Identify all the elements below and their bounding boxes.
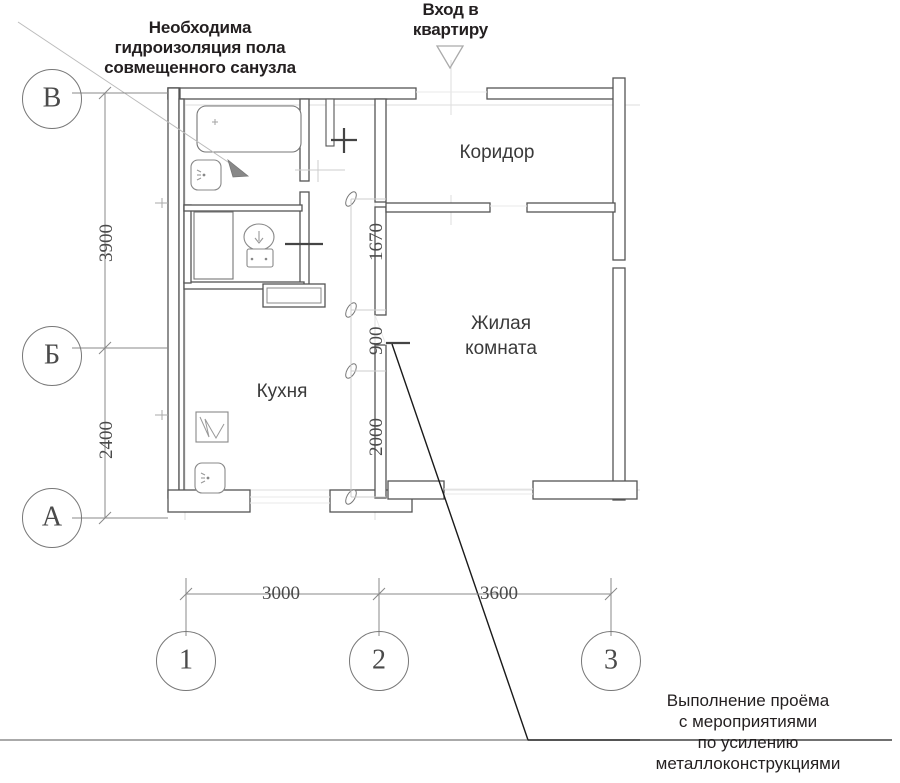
note-opening-reinforcement: Выполнение проёма с мероприятиями по уси…: [655, 691, 841, 773]
grid-bubble-2[interactable]: 2: [349, 631, 409, 691]
dimension-3900: 3900: [96, 224, 117, 262]
grid-bubble-v-label: В: [42, 82, 62, 114]
triangle-down-icon: [435, 45, 465, 70]
grid-bubble-b-label: Б: [43, 339, 61, 371]
sink-icon: [190, 159, 222, 191]
dimension-2400: 2400: [96, 421, 117, 459]
dimension-900: 900: [366, 326, 387, 356]
riser-markers: [285, 128, 410, 345]
bathtub-icon: [196, 105, 302, 153]
leader-line-opening: [391, 343, 892, 741]
room-label-living: Жилая комната: [465, 313, 537, 359]
dimension-left: [72, 86, 168, 525]
grid-bubble-a-label: А: [41, 501, 63, 533]
dimension-3000: 3000: [262, 583, 300, 604]
dimension-bottom: [179, 578, 618, 636]
dimension-1670: 1670: [366, 223, 387, 261]
grid-bubble-v[interactable]: В: [22, 69, 82, 129]
room-label-corridor: Коридор: [459, 142, 535, 163]
opening-hatch: [250, 91, 533, 504]
riser-guides: [295, 160, 345, 182]
dimension-2000: 2000: [366, 418, 387, 456]
leader-arrow-icon: [227, 158, 250, 178]
shower-tray-icon: [193, 211, 234, 280]
dimension-3600: 3600: [480, 583, 518, 604]
grid-bubble-1-label: 1: [179, 644, 193, 676]
grid-bubble-1[interactable]: 1: [156, 631, 216, 691]
note-entrance: Вход в квартиру: [412, 0, 489, 39]
room-label-kitchen: Кухня: [256, 381, 308, 402]
leader-line-waterproofing: [17, 21, 244, 173]
grid-bubble-3-label: 3: [604, 644, 618, 676]
grid-bubble-b[interactable]: Б: [22, 326, 82, 386]
door-jambs: [325, 98, 388, 147]
grid-bubble-2-label: 2: [372, 644, 386, 676]
dimension-inner-vertical: [350, 198, 386, 498]
kitchen-sink-icon: [194, 462, 226, 494]
grid-bubble-a[interactable]: А: [22, 488, 82, 548]
note-waterproofing: Необходима гидроизоляция пола совмещенно…: [104, 18, 296, 77]
toilet-icon: [243, 223, 275, 268]
counter-detail: [266, 287, 322, 304]
grid-bubble-3[interactable]: 3: [581, 631, 641, 691]
dimension-left-inner: [155, 198, 168, 420]
stove-icon: [195, 411, 229, 443]
